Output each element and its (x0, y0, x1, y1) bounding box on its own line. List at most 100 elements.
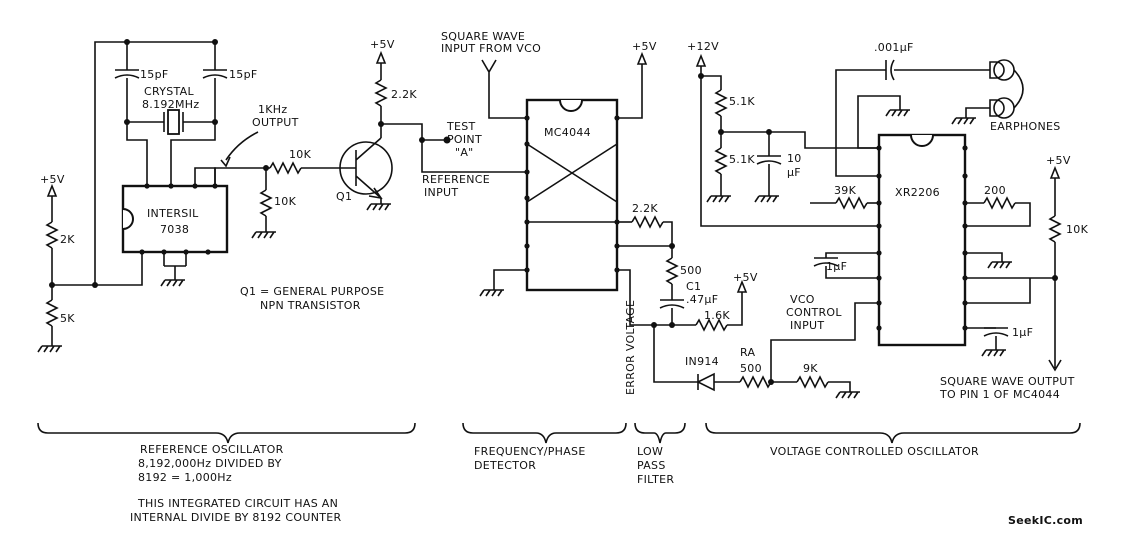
intersil-7038-chip (121, 184, 229, 254)
crystal-freq-label: 8.192MHz (142, 98, 199, 111)
c-10uf-unit-label: µF (787, 166, 801, 179)
xr2206-chip (877, 133, 967, 347)
output-1khz-label: 1KHz (258, 103, 287, 116)
vco-vcc-label: +5V (1046, 154, 1071, 167)
ground-symbol (706, 195, 731, 203)
filter-vcc-label: +5V (733, 271, 758, 284)
ground-symbol (987, 261, 1012, 269)
reference-oscillator-note: THIS INTEGRATED CIRCUIT HAS AN (137, 497, 338, 510)
resistor-39k (835, 196, 868, 210)
resistor-200 (983, 196, 1016, 210)
c1-label: C1 (686, 280, 701, 293)
r-10k-shunt-label: 10K (274, 195, 297, 208)
resistor-500-filter (665, 257, 679, 285)
vco-control-label: VCO (790, 293, 815, 306)
r-2k-label: 2K (60, 233, 75, 246)
resistor-5-1k-top (714, 89, 728, 117)
low-pass-title-3: FILTER (637, 473, 674, 486)
square-wave-in-label: SQUARE WAVE (441, 30, 525, 43)
r-2-2k-filter-label: 2.2K (632, 202, 658, 215)
r-5k-label: 5K (60, 312, 75, 325)
ground-symbol (251, 231, 276, 239)
ground-symbol (981, 349, 1006, 357)
phase-detector-title: FREQUENCY/PHASE (474, 445, 586, 458)
r-10k-series-label: 10K (289, 148, 312, 161)
crystal-label: CRYSTAL (144, 85, 195, 98)
reference-oscillator-divide: 8192 = 1,000Hz (138, 471, 232, 484)
r-10k-vco-label: 10K (1066, 223, 1089, 236)
capacitor-1uf-right (983, 327, 1009, 337)
earphone-bottom (989, 99, 1005, 117)
phase-detector: SQUARE WAVE INPUT FROM VCO MC4044 +5V (441, 30, 657, 297)
c-001uf-label: .001µF (874, 41, 914, 54)
q1-vcc-label: +5V (370, 38, 395, 51)
brace-phase-detector (462, 422, 627, 444)
vco: +12V 5.1K 5.1K 10 µF 39K XR2206 (687, 40, 1089, 401)
c-15pf-right-label: 15pF (229, 68, 258, 81)
intersil-label: INTERSIL (147, 207, 199, 220)
capacitor-15pf-right (202, 69, 228, 79)
vcc-arrow (736, 279, 748, 293)
diode-label: IN914 (685, 355, 719, 368)
r-200-label: 200 (984, 184, 1006, 197)
reference-input-label: REFERENCE (422, 173, 490, 186)
r-1-6k-label: 1.6K (704, 309, 730, 322)
q1-note-2: NPN TRANSISTOR (260, 299, 361, 312)
vcc-5v-label: +5V (40, 173, 65, 186)
watermark: SeekIC.com (1008, 514, 1083, 527)
ra-value-label: 500 (740, 362, 762, 375)
vcc-arrow (1049, 165, 1061, 179)
resistor-2-2k-filter (631, 215, 664, 229)
resistor-5k (45, 299, 59, 327)
r-9k-label: 9K (803, 362, 818, 375)
ground-symbol (160, 279, 185, 287)
transistor-q1 (339, 141, 393, 195)
ground-symbol (754, 195, 779, 203)
output-label: OUTPUT (252, 116, 299, 129)
capacitor-c1 (659, 299, 685, 309)
resistor-1-6k (695, 318, 728, 332)
vco-control-label-2: CONTROL (786, 306, 842, 319)
vco-title: VOLTAGE CONTROLLED OSCILLATOR (770, 445, 979, 458)
c-1uf-right-label: 1µF (1012, 326, 1033, 339)
c1-value-label: .47µF (686, 293, 718, 306)
r-2-2k-collector-label: 2.2K (391, 88, 417, 101)
c-15pf-left-label: 15pF (140, 68, 169, 81)
vcc-12v-label: +12V (687, 40, 719, 53)
q1-label: Q1 (336, 190, 352, 203)
vcc-arrow (375, 50, 387, 64)
ground-symbol (37, 345, 62, 353)
resistor-9k (796, 375, 829, 389)
resistor-10k-shunt (259, 189, 273, 217)
q1-note: Q1 = GENERAL PURPOSE (240, 285, 384, 298)
crystal-symbol (163, 112, 184, 132)
r-5-1k-bottom-label: 5.1K (729, 153, 755, 166)
low-pass-title: LOW (637, 445, 663, 458)
ground-symbol (366, 203, 391, 211)
low-pass-filter: 2.2K 500 C1 .47µF 1.6K +5V ERROR VOLTAGE… (617, 202, 879, 399)
ground-symbol (885, 109, 910, 117)
reference-oscillator-note-2: INTERNAL DIVIDE BY 8192 COUNTER (130, 511, 342, 524)
resistor-10k-vco (1048, 215, 1062, 243)
r-5-1k-top-label: 5.1K (729, 95, 755, 108)
brace-reference-oscillator (37, 422, 416, 444)
ground-symbol (479, 289, 504, 297)
capacitor-1uf-left (813, 257, 839, 267)
mc4044-label: MC4044 (544, 126, 591, 139)
reference-oscillator: +5V 2K 5K 15pF 15pF CRYSTAL 8.192MHz (37, 38, 527, 353)
r-500-filter-label: 500 (680, 264, 702, 277)
resistor-2k (45, 221, 59, 249)
test-point-label-3: "A" (455, 146, 474, 159)
brace-low-pass-filter (634, 422, 686, 444)
vcc-arrow (636, 51, 648, 65)
square-wave-in-label-2: INPUT FROM VCO (441, 42, 541, 55)
r-39k-label: 39K (834, 184, 857, 197)
square-out-label: SQUARE WAVE OUTPUT (940, 375, 1075, 388)
c-10uf-label: 10 (787, 152, 802, 165)
capacitor-10uf (756, 155, 782, 165)
vco-control-label-3: INPUT (790, 319, 824, 332)
capacitor-15pf-left (114, 69, 140, 79)
brace-vco (705, 422, 1081, 444)
test-point-label-2: POINT (447, 133, 482, 146)
